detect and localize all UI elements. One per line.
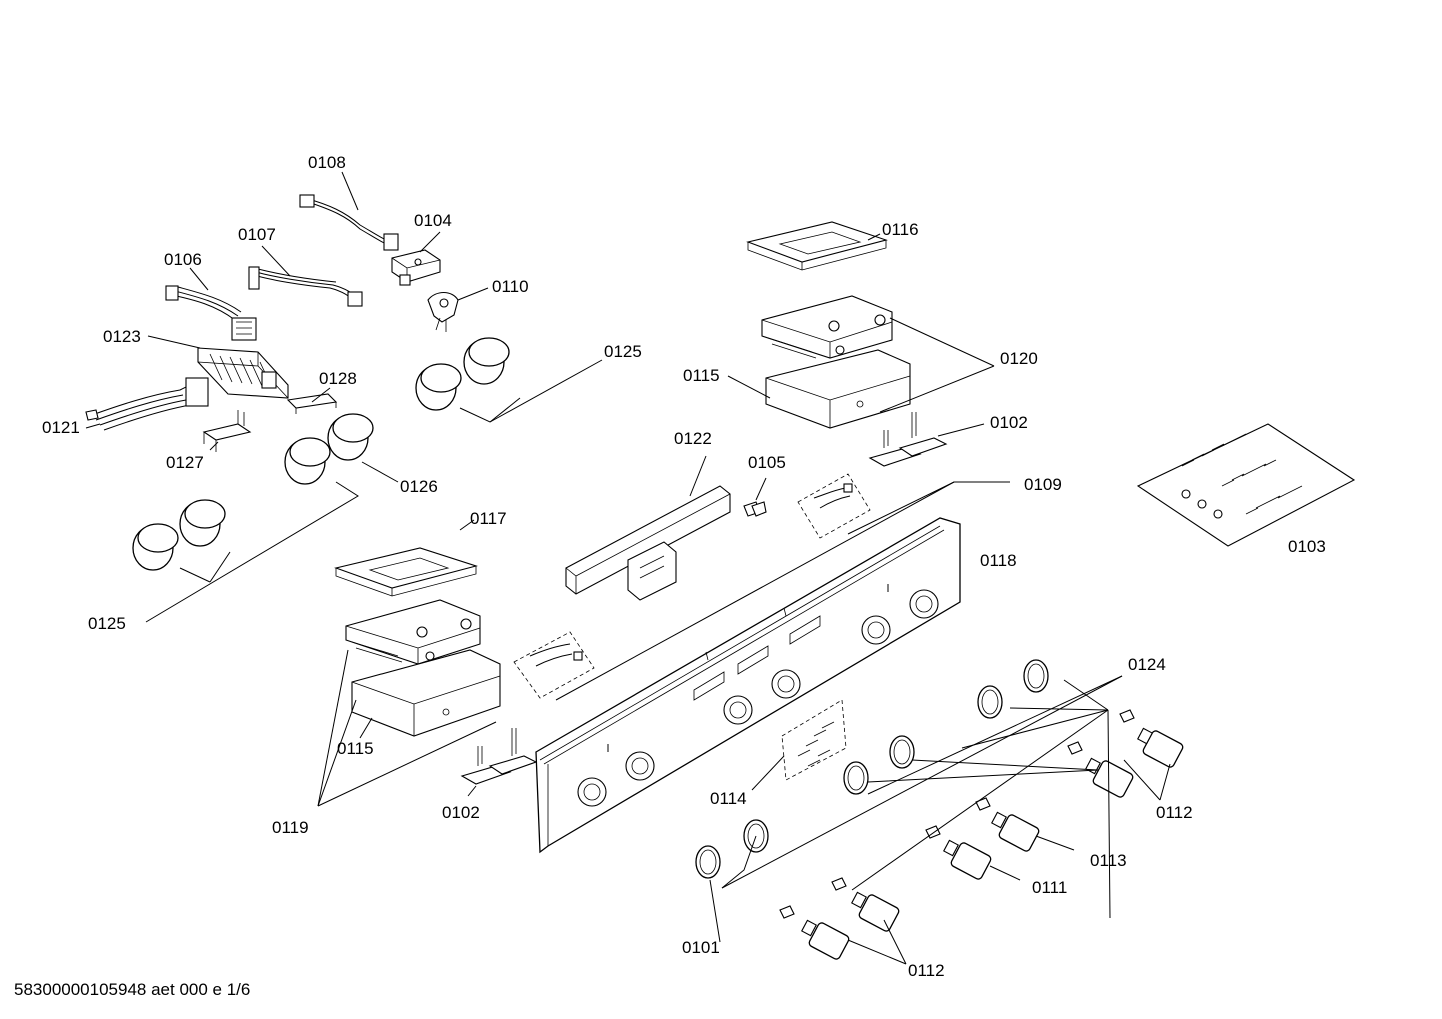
knob-0112-d <box>801 919 850 960</box>
clip-0110 <box>427 291 459 332</box>
label-0116: 0116 <box>882 220 919 239</box>
label-0118: 0118 <box>980 551 1017 570</box>
label-0115-top: 0115 <box>683 366 720 385</box>
knob-sleeves-0126 <box>284 413 374 485</box>
label-0103: 0103 <box>1288 537 1326 556</box>
label-0128: 0128 <box>319 369 357 388</box>
label-0102-top: 0102 <box>990 413 1028 432</box>
connector-0102-bottom <box>460 728 538 785</box>
label-0122: 0122 <box>674 429 712 448</box>
knob-0112-b <box>1085 757 1134 798</box>
wiring-harness-0121 <box>85 377 209 431</box>
cover-plate-0116 <box>746 221 888 271</box>
label-0104: 0104 <box>414 211 452 230</box>
label-0105: 0105 <box>748 453 786 472</box>
harness-0109-bottom <box>513 631 595 699</box>
label-0113: 0113 <box>1090 851 1127 870</box>
module-housing-0119 <box>345 599 481 665</box>
support-bracket-0122 <box>565 485 731 601</box>
cover-plate-0117 <box>334 547 478 597</box>
sensor-0105 <box>743 501 767 517</box>
label-0111: 0111 <box>1032 878 1067 897</box>
label-0127: 0127 <box>166 453 204 472</box>
label-0107: 0107 <box>238 225 276 244</box>
terminal-block-0123 <box>197 347 289 399</box>
label-0108: 0108 <box>308 153 346 172</box>
screws-bag-0103 <box>1136 423 1356 547</box>
shield-box-0115-bottom <box>351 649 501 737</box>
shield-box-0115-top <box>765 349 911 429</box>
screws-0114 <box>781 699 847 781</box>
part-labels: 0108 0104 0107 0106 0110 0123 0125 0128 … <box>42 153 1326 980</box>
label-0112-bottom: 0112 <box>908 961 945 980</box>
label-0126: 0126 <box>400 477 438 496</box>
label-0120: 0120 <box>1000 349 1038 368</box>
label-0109: 0109 <box>1024 475 1062 494</box>
knob-sleeves-0125-top <box>415 337 510 411</box>
switch-module-0104 <box>391 249 441 286</box>
label-0110: 0110 <box>492 277 529 296</box>
knob-0113 <box>991 811 1040 852</box>
label-0125-top: 0125 <box>604 342 642 361</box>
wiring-harness-0107 <box>248 266 363 307</box>
knob-0112-a <box>1137 727 1184 768</box>
label-0115-bottom: 0115 <box>337 739 374 758</box>
label-0123: 0123 <box>103 327 141 346</box>
knob-0111 <box>943 839 992 880</box>
control-knobs <box>779 709 1184 960</box>
connector-0102-top <box>868 412 948 467</box>
control-panel-0118 <box>535 517 961 854</box>
knob-0112-c <box>851 891 900 932</box>
knob-sleeves-0125-bottom <box>132 499 226 571</box>
module-housing-0120 <box>761 295 893 359</box>
label-0112-right: 0112 <box>1156 803 1193 822</box>
leader-lines <box>85 171 1171 965</box>
label-0106: 0106 <box>164 250 202 269</box>
harness-0109-top <box>797 473 871 539</box>
wiring-harness-0108 <box>299 194 399 251</box>
bracket-0127 <box>202 410 252 452</box>
label-0125-bottom: 0125 <box>88 614 126 633</box>
label-0119: 0119 <box>272 818 309 837</box>
label-0102-bottom: 0102 <box>442 803 480 822</box>
wiring-harness-0106 <box>165 285 257 341</box>
label-0117: 0117 <box>470 509 507 528</box>
label-0124: 0124 <box>1128 655 1166 674</box>
label-0121: 0121 <box>42 418 80 437</box>
label-0114: 0114 <box>710 789 747 808</box>
document-code: 58300000105948 aet 000 e 1/6 <box>14 980 251 999</box>
label-0101: 0101 <box>682 938 720 957</box>
bracket-0128 <box>286 393 338 414</box>
